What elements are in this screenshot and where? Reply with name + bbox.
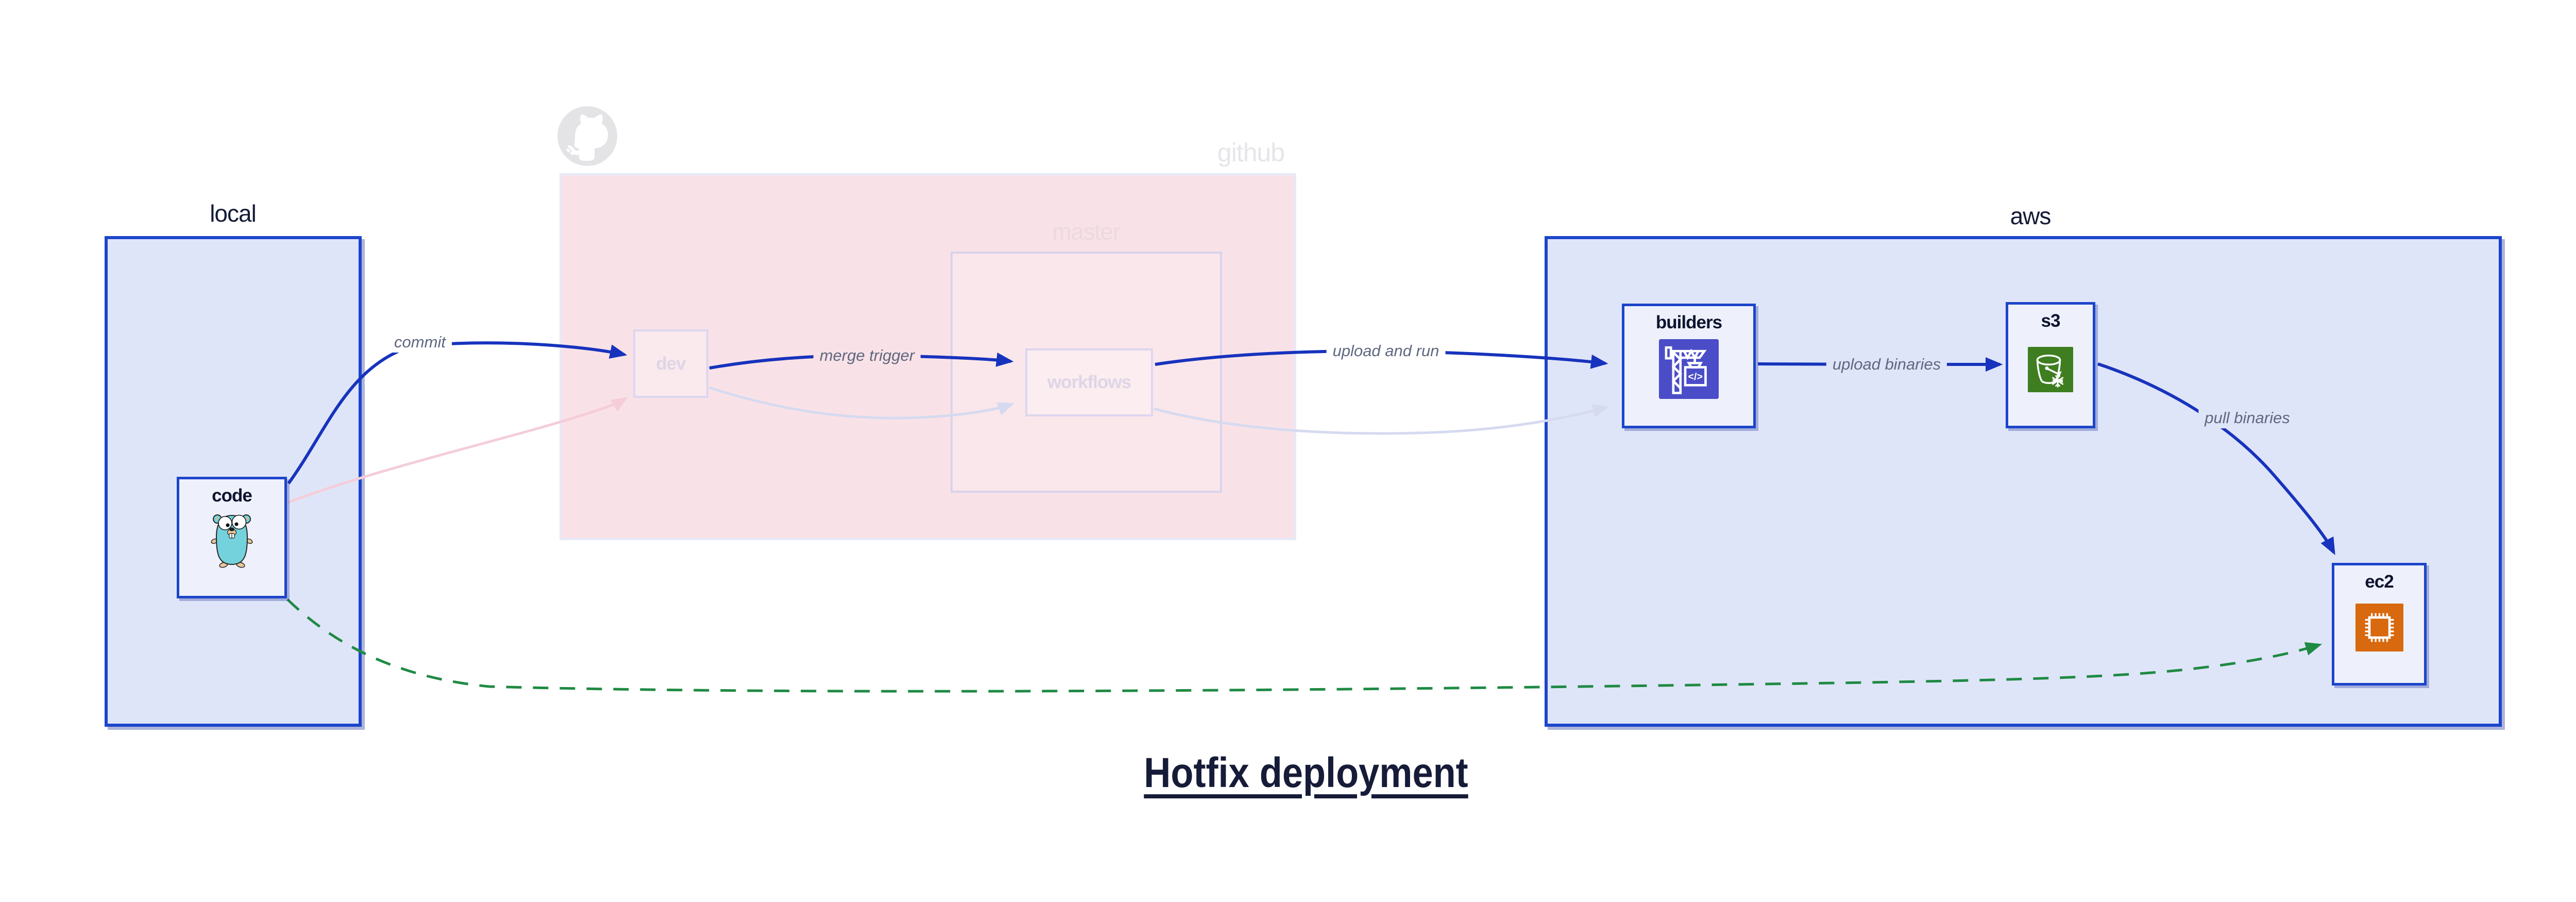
ec2-chip-icon: [2355, 604, 2403, 652]
container-local-label: local: [210, 200, 257, 227]
node-code: code: [177, 477, 287, 598]
container-aws-label: aws: [2010, 203, 2052, 229]
node-builders-label: builders: [1655, 312, 1722, 332]
edge-label-upload-binaries: upload binaries: [1826, 354, 1947, 375]
node-s3: s3: [2006, 302, 2095, 428]
node-s3-label: s3: [2041, 311, 2061, 331]
node-builders: builders </>: [1622, 304, 1756, 428]
s3-bucket-icon: [2028, 347, 2073, 392]
edge-label-pull-binaries: pull binaries: [2198, 408, 2296, 428]
container-github-label: github: [1217, 138, 1285, 167]
container-master-label: master: [1052, 219, 1121, 245]
node-code-label: code: [212, 486, 252, 506]
codebuild-crane-icon: </>: [1658, 339, 1719, 399]
svg-text:</>: </>: [1688, 371, 1703, 382]
edge-label-merge-trigger: merge trigger: [813, 345, 921, 366]
node-ec2-label: ec2: [2365, 572, 2394, 592]
diagram-title: Hotfix deployment: [1144, 749, 1468, 796]
node-workflows-label: workflows: [1047, 372, 1131, 392]
edge-label-commit: commit: [388, 332, 452, 353]
edge-label-upload-and-run: upload and run: [1326, 341, 1446, 361]
node-dev-label: dev: [656, 353, 686, 374]
go-gopher-icon: [211, 512, 253, 568]
container-master: [951, 252, 1222, 493]
node-dev: dev: [633, 329, 708, 398]
github-octocat-icon: [556, 105, 618, 167]
node-ec2: ec2: [2332, 563, 2427, 686]
node-workflows: workflows: [1025, 348, 1153, 416]
